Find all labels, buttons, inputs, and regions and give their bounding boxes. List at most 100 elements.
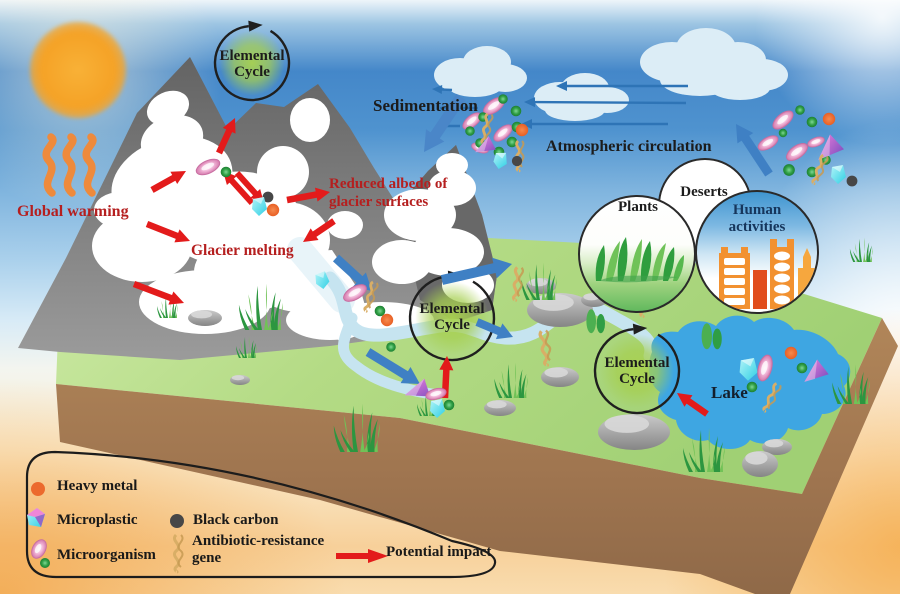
grass-blade [236,346,241,358]
microplastic-icon [430,399,445,418]
arrows [132,81,773,417]
ec1-line1: Elemental [219,48,285,64]
ec1-line2: Cycle [234,64,270,80]
heavy-metal-icon [266,203,280,217]
grass-blade [273,298,281,330]
snow-patch [428,170,476,206]
grass-blade [430,407,434,416]
ec2-line2: Cycle [434,317,470,333]
grass-blade [499,382,510,398]
black-carbon-icon [170,514,184,528]
grass-blade [160,308,167,318]
elemental-cycle-ring [213,20,291,102]
grass-blade [340,430,355,452]
antibiotic-resistance-gene-icon [538,329,552,367]
microorganism-icon [31,539,50,568]
microplastic-icon [315,271,330,289]
legend-border [25,450,497,579]
grass-blade [520,374,527,398]
grass-blade [837,386,850,404]
sun-icon [30,22,126,118]
green-microbe-icon [806,116,818,128]
grass-blade [417,404,422,416]
grass-blade [707,428,711,472]
microorganism-icon [807,136,825,148]
antibiotic-resistance-gene-icon [363,280,379,313]
black-carbon-icon [846,175,858,187]
legend-arg-label: Antibiotic-resistance gene [192,533,352,567]
microplastic-icon [404,378,431,397]
grass-blade [861,377,869,404]
grass-blade [853,364,858,404]
microorganism-icon [772,110,794,130]
grass-blade [716,442,723,472]
impact-arrow [150,171,186,193]
ec2-line1: Elemental [419,301,485,317]
grass-blade [683,448,693,472]
snow-patch [436,153,468,177]
elemental-cycle-glow [219,30,285,96]
legend-black-carbon-label: Black carbon [193,512,279,528]
grass-blade [847,366,852,404]
antibiotic-resistance-gene-icon [512,266,524,302]
plants-grass-icon [595,237,684,283]
grass-blade [869,247,873,262]
rock [230,375,250,385]
grass-tuft [238,283,283,330]
grass-blade [516,383,521,398]
grass-tuft [236,336,257,358]
rock [742,451,778,477]
grass-blade [858,238,862,262]
human-activities-circle [695,190,819,314]
grass-blade [351,405,358,452]
snow-patch [327,211,363,239]
wind-arrow [432,85,453,94]
cycle-arrowhead [248,20,263,32]
legend-potential-impact-label: Potential impact [386,544,492,560]
grass-blade [856,387,862,404]
heat-wave-icon [42,133,57,197]
grass-blade [518,369,523,398]
grass-tuft [157,296,178,318]
human-activities-label: Human activities [705,202,809,236]
sedimentation-arrow [424,93,466,152]
antibiotic-resistance-gene-icon [811,153,829,186]
grass-blade [250,340,254,358]
grass-blade [173,303,177,318]
legend-microplastic-label: Microplastic [57,512,138,528]
elemental-cycle-label-field: Elemental Cycle [397,301,507,333]
microplastic-icon [739,358,758,381]
rock [484,400,516,416]
elemental-cycle-glow [600,334,674,408]
grass-blade [252,343,256,358]
ec3-line1: Elemental [604,355,670,371]
green-microbe-icon [498,94,508,104]
legend-heavy-metal-label: Heavy metal [57,478,138,494]
green-microbe-icon [510,105,522,117]
soil-block [56,318,898,594]
green-microbe-icon [796,362,808,374]
grass-blade [175,305,178,318]
factory-buildings-icon [719,239,816,309]
grass-blade [248,294,256,330]
green-microbe-icon [220,166,232,178]
green-microbe-icon [386,342,396,352]
potential-impact-arrow-icon [336,549,388,563]
grass-blade [157,306,162,318]
ec3-line2: Cycle [619,371,655,387]
microplastic-icon [831,165,846,184]
microorganism-icon [425,387,447,401]
grass-blade [267,311,273,330]
heavy-metal-icon [822,112,836,126]
green-microbe-icon [374,305,386,317]
grass-blade [699,430,705,472]
grass-blade [170,309,174,318]
microorganism-icon [757,354,773,382]
grass-blade [535,264,540,300]
green-microbe-icon [746,381,758,393]
deserts-label: Deserts [680,184,728,200]
plants-label: Plants [617,199,658,215]
green-microbe-icon [443,399,455,411]
impact-arrow [145,220,190,243]
